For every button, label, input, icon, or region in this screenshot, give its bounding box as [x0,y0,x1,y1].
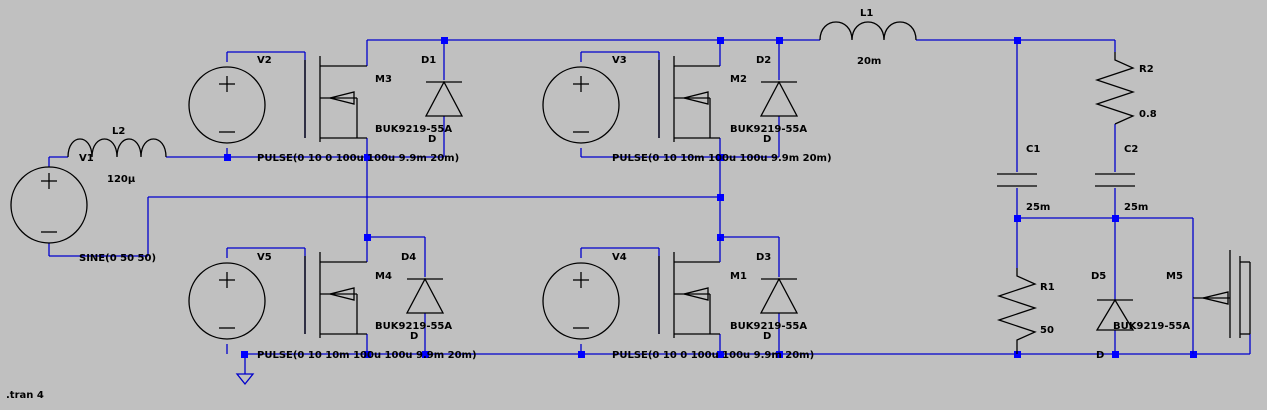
v1-name: V1 [79,153,94,164]
v3-name: V3 [612,55,627,66]
v2-name: V2 [257,55,272,66]
junction-dot [364,154,371,161]
mosfet-m1[interactable] [658,237,721,338]
junction-dot [422,351,429,358]
d4-name: D4 [401,252,416,263]
junction-dot [364,351,371,358]
spice-directive[interactable]: .tran 4 [6,390,44,401]
junction-dot [717,351,724,358]
voltage-source-v3[interactable] [542,66,620,144]
v3-value: PULSE(0 10 10m 100u 100u 9.9m 20m) [612,153,832,164]
d3-value: D [763,331,771,342]
diode-d1[interactable] [424,80,464,117]
junction-dot [241,351,248,358]
m2-value: BUK9219-55A [730,124,807,135]
l1-value: 20m [857,56,881,67]
component-labels: L1 20m L2 120µ V1 SINE(0 50 50) V2 PULSE… [6,8,1190,401]
wires [48,39,1251,374]
diode-d5[interactable] [1095,298,1135,331]
v5-name: V5 [257,252,272,263]
d1-name: D1 [421,55,436,66]
r2-name: R2 [1139,64,1154,75]
voltage-source-v5[interactable] [188,262,266,340]
voltage-source-v4[interactable] [542,262,620,340]
resistor-r2[interactable] [1094,52,1136,125]
l2-name: L2 [112,126,125,137]
junction-dot [1190,351,1197,358]
inductor-l1[interactable] [819,21,917,41]
junction-dot [364,234,371,241]
junction-dot [1014,351,1021,358]
l2-value: 120µ [107,174,136,185]
mosfet-m4[interactable] [304,252,367,338]
capacitor-c2[interactable] [1095,173,1135,187]
d5-value: D [1096,350,1104,361]
l1-name: L1 [860,8,873,19]
junctions [224,37,1197,358]
junction-dot [717,194,724,201]
junction-dot [776,351,783,358]
junction-dot [1112,215,1119,222]
c2-value: 25m [1124,202,1148,213]
resistor-r1[interactable] [996,268,1038,354]
mosfet-m2[interactable] [658,56,720,142]
c1-name: C1 [1026,144,1040,155]
m3-value: BUK9219-55A [375,124,452,135]
m3-name: M3 [375,74,392,85]
junction-dot [717,37,724,44]
junction-dot [776,37,783,44]
junction-dot [717,154,724,161]
v4-value: PULSE(0 10 0 100u 100u 9.9m 20m) [612,350,814,361]
r1-name: R1 [1040,282,1055,293]
m5-value: BUK9219-55A [1113,321,1190,332]
diode-d3[interactable] [759,277,799,314]
diode-d2[interactable] [759,80,799,117]
m5-name: M5 [1166,271,1183,282]
d4-value: D [410,331,418,342]
junction-dot [1014,37,1021,44]
mosfet-m3[interactable] [304,56,367,142]
v2-value: PULSE(0 10 0 100u 100u 9.9m 20m) [257,153,459,164]
junction-dot [224,154,231,161]
junction-dot [1112,351,1119,358]
r1-value: 50 [1040,325,1054,336]
v5-value: PULSE(0 10 10m 100u 100u 9.9m 20m) [257,350,477,361]
voltage-source-v1[interactable] [10,166,88,244]
c1-value: 25m [1026,202,1050,213]
junction-dot [441,37,448,44]
capacitor-c1[interactable] [997,173,1037,187]
d1-value: D [428,134,436,145]
v1-value: SINE(0 50 50) [79,253,156,264]
v4-name: V4 [612,252,627,263]
junction-dot [578,351,585,358]
m2-name: M2 [730,74,747,85]
diode-d4[interactable] [405,277,445,314]
voltage-source-v2[interactable] [188,66,266,144]
m1-name: M1 [730,271,747,282]
d2-name: D2 [756,55,771,66]
inductor-l2[interactable] [67,138,167,158]
d3-name: D3 [756,252,771,263]
m4-value: BUK9219-55A [375,321,452,332]
ground-symbol[interactable] [235,373,255,386]
r2-value: 0.8 [1139,109,1157,120]
m4-name: M4 [375,271,392,282]
c2-name: C2 [1124,144,1138,155]
d2-value: D [763,134,771,145]
m1-value: BUK9219-55A [730,321,807,332]
d5-name: D5 [1091,271,1106,282]
mosfet-m5[interactable] [1192,250,1251,354]
junction-dot [1014,215,1021,222]
